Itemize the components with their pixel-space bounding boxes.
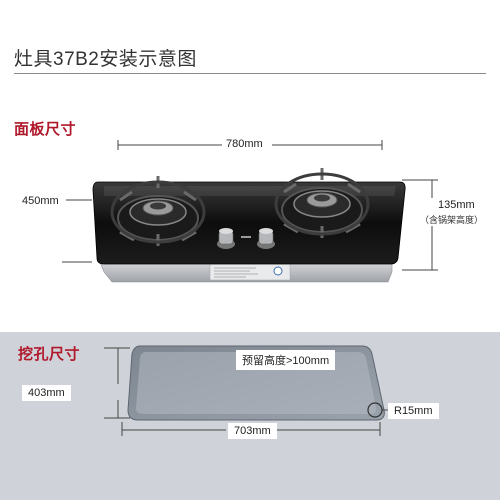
panel-depth-label: 450mm	[22, 195, 59, 207]
panel-width-label: 780mm	[226, 138, 263, 150]
panel-section-label: 面板尺寸	[14, 121, 77, 138]
page-title: 灶具37B2安装示意图	[14, 49, 197, 70]
panel-height-note: （含锅架高度）	[420, 215, 484, 225]
clearance-label: 预留高度>100mm	[236, 350, 336, 370]
cutout-depth-label: 403mm	[22, 385, 71, 401]
cutout-section-label: 挖孔尺寸	[18, 346, 81, 363]
left-burner	[110, 176, 206, 246]
left-knob	[217, 228, 235, 249]
right-knob	[257, 228, 275, 249]
cutout-width-dimension	[121, 422, 381, 436]
depth-dimension	[62, 199, 92, 263]
width-dimension	[117, 140, 383, 150]
corner-radius-label: R15mm	[388, 403, 439, 419]
height-dimension	[402, 179, 438, 271]
gas-stove-illustration	[92, 168, 406, 283]
cutout-width-label: 703mm	[228, 423, 277, 439]
title-divider	[14, 73, 486, 74]
right-burner	[274, 168, 370, 238]
cutout-depth-dimension	[104, 347, 130, 419]
panel-height-label: 135mm	[438, 199, 475, 211]
brand-logo	[241, 236, 251, 238]
